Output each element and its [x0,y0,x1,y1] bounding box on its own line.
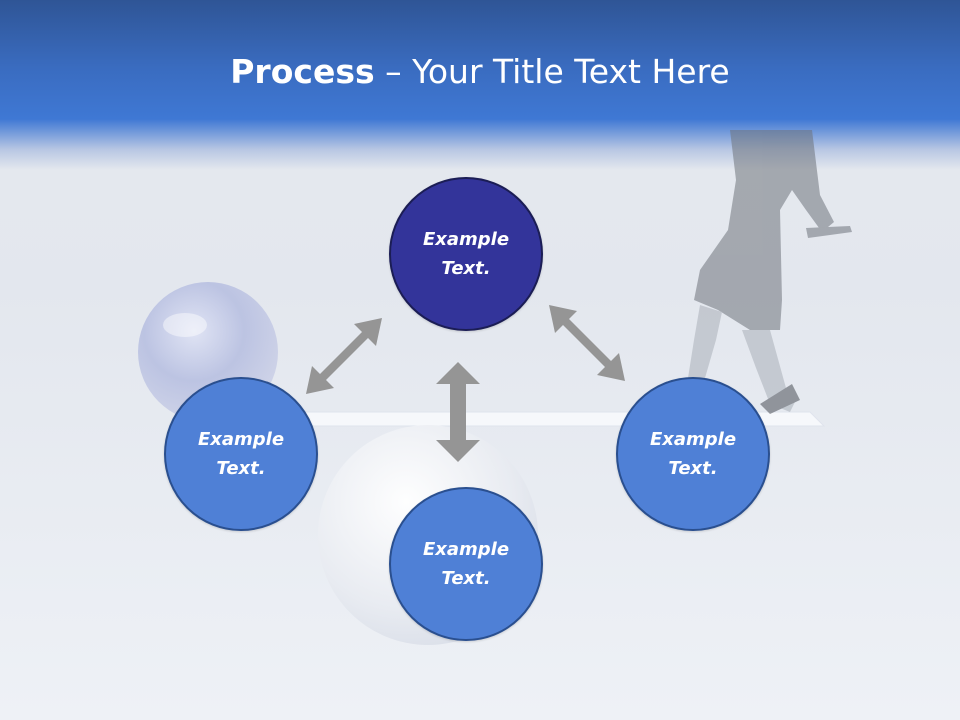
title-rest: – Your Title Text Here [374,52,730,91]
arrow-vertical [436,362,480,462]
node-top: Example Text. [389,177,543,331]
title-bold: Process [230,52,375,91]
node-right: Example Text. [616,377,770,531]
woman-figure [688,130,852,414]
arrow-top-left [306,318,382,394]
arrow-top-right [549,305,625,381]
blue-ball-shine [163,313,207,337]
node-left: Example Text. [164,377,318,531]
node-bottom: Example Text. [389,487,543,641]
slide-title: Process – Your Title Text Here [0,52,960,91]
